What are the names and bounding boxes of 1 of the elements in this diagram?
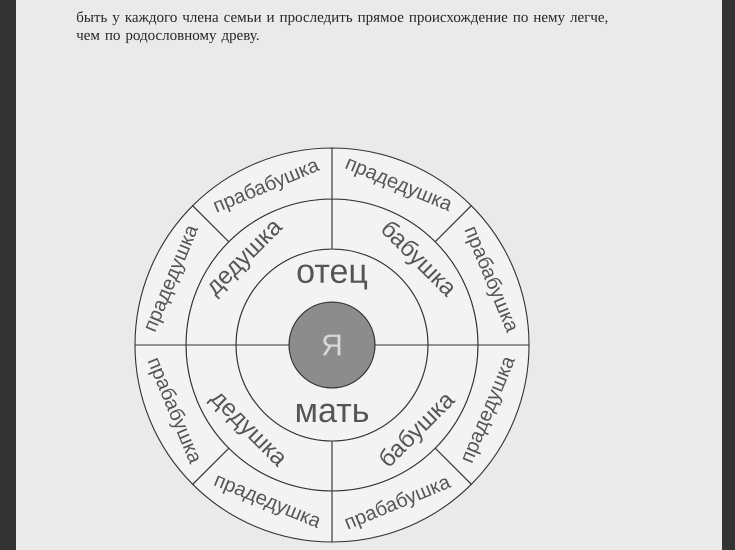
paragraph: быть у каждого члена семьи и проследить прямое происхождение по нему легче, чем по родословному древу. xyxy=(76,11,608,44)
